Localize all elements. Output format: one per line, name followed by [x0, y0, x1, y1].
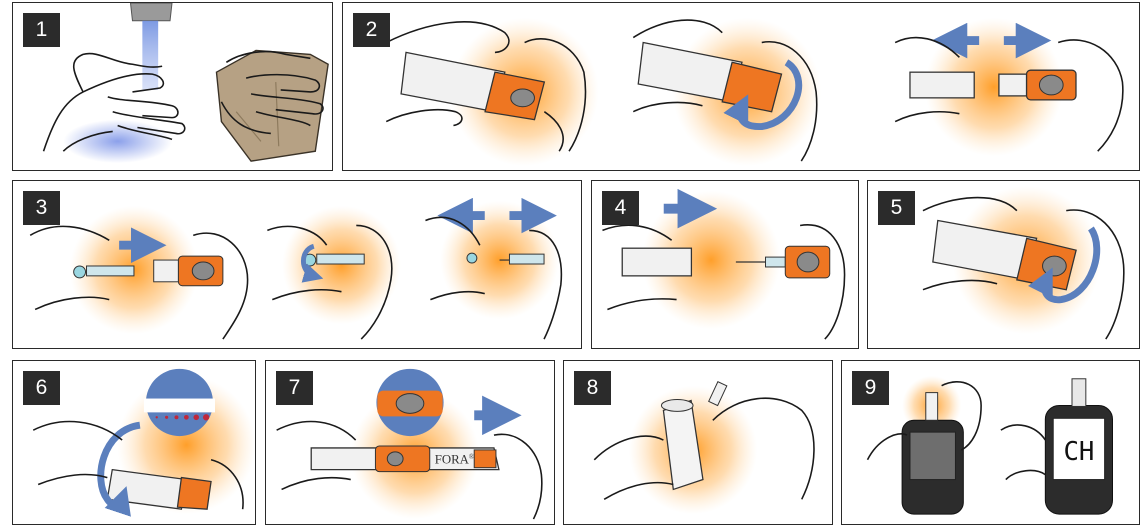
hands: [29, 225, 249, 340]
hands: [894, 36, 1124, 152]
step-6-number: 6: [23, 371, 60, 405]
replace-cap-illustration: [602, 188, 846, 340]
glucose-meter-left: [901, 392, 964, 515]
step-8-number: 8: [574, 371, 611, 405]
drying-hands: [220, 50, 324, 135]
hands: [385, 21, 587, 152]
step-1-number: 1: [23, 13, 60, 47]
test-strip: [708, 381, 728, 407]
hands: [866, 381, 1046, 481]
insert-test-strip-illustration: [593, 381, 815, 515]
glow-highlight: [641, 190, 781, 330]
test-strip: [1071, 378, 1087, 407]
hands: [267, 224, 393, 340]
step-5-number: 5: [878, 191, 915, 225]
lancet: [73, 265, 135, 279]
strip-vial: [660, 399, 704, 491]
step-8-panel: 8: [563, 360, 833, 525]
faucet-icon: [130, 3, 173, 22]
twist-cap-illustration: [922, 185, 1125, 340]
remove-lancing-device-cap-illustration: [385, 17, 1124, 167]
meter-display-text: CH: [1063, 437, 1094, 467]
paper-towel: [215, 49, 329, 162]
hands: [632, 19, 818, 162]
depth-indicator-magnifier: [143, 368, 216, 437]
step-7-panel: 7 FORA® 6: [265, 360, 555, 525]
glucose-meter-right: CH: [1044, 378, 1113, 515]
hands: [276, 420, 543, 520]
hands: [425, 216, 563, 340]
cap-separated: [909, 69, 1077, 101]
wash-and-dry-hands-illustration: [42, 3, 329, 164]
step-6-panel: 6: [12, 360, 256, 525]
meter-ready-illustration: CH: [866, 375, 1113, 515]
step-9-number: 9: [852, 371, 889, 405]
cap: [621, 247, 693, 277]
twist-arrow-icon: [300, 243, 324, 283]
blood-drop-scale: [155, 414, 210, 421]
cock-lancing-device-illustration: FORA® 6: [276, 368, 543, 520]
lancing-device-with-lancet: [735, 245, 831, 279]
lancing-device-body: FORA® 6: [310, 445, 500, 473]
step-9-panel: 9 CH: [841, 360, 1140, 525]
insert-lancet-illustration: [29, 197, 563, 340]
lancing-device-assembled: [932, 219, 1077, 291]
twist-arrow-icon: [1027, 226, 1101, 304]
hands: [922, 196, 1125, 340]
release-button-magnifier: [376, 368, 444, 437]
step-7-number: 7: [276, 371, 313, 405]
adjust-depth-illustration: [32, 368, 255, 517]
washing-hands: [42, 52, 186, 152]
twist-arrow-icon: [723, 59, 803, 130]
water-splash-glow: [63, 119, 173, 164]
step-4-panel: 4: [591, 180, 859, 349]
step-1-panel: 1: [12, 2, 333, 171]
hands: [593, 397, 815, 500]
lancing-device-with-cap: [400, 51, 546, 121]
water-stream: [142, 20, 159, 90]
lancet-twist: [303, 253, 365, 267]
glow-highlight: [282, 205, 401, 325]
lancing-device-open: [153, 255, 224, 287]
step-2-number: 2: [353, 13, 390, 47]
hands: [32, 420, 244, 510]
step-3-number: 3: [23, 191, 60, 225]
test-strip: [925, 392, 939, 421]
step-3-panel: 3: [12, 180, 582, 349]
lancet-cap-removed: [466, 252, 545, 265]
step-4-number: 4: [602, 191, 639, 225]
step-5-panel: 5: [867, 180, 1140, 349]
hands: [602, 224, 846, 340]
step-2-panel: 2: [342, 2, 1140, 171]
